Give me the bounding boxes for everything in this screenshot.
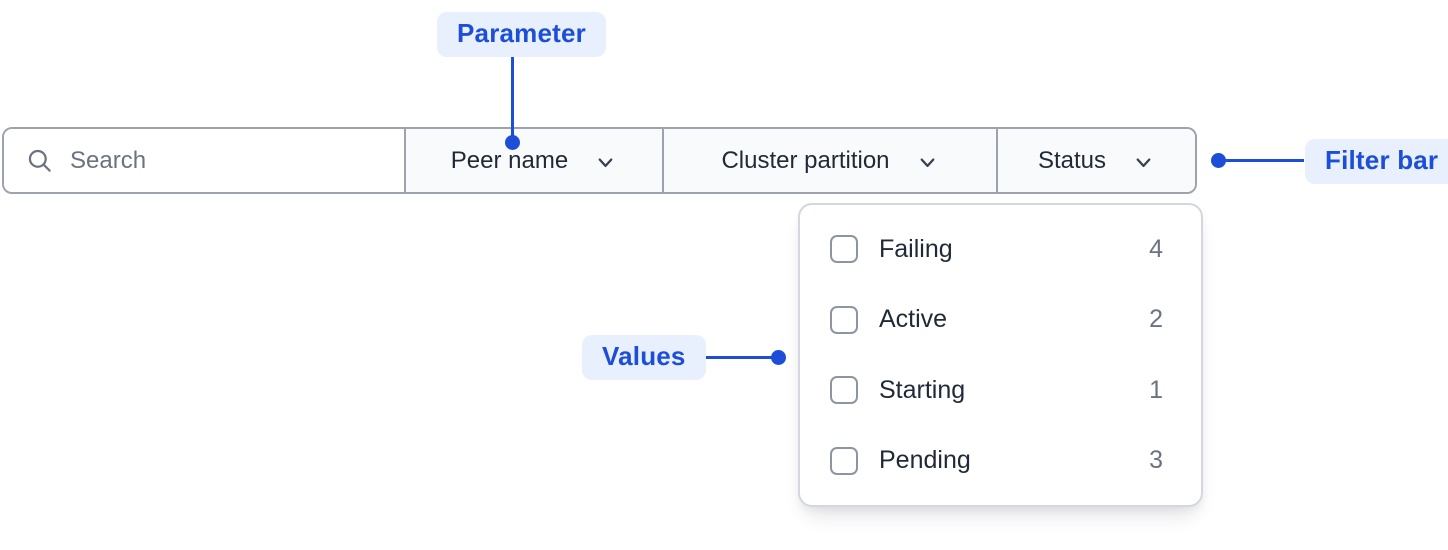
- status-option-starting[interactable]: Starting 1: [800, 355, 1201, 426]
- values-connector-line: [697, 355, 775, 359]
- parameter-annotation-badge: Parameter: [437, 12, 606, 57]
- dropdown-status-label: Status: [1037, 146, 1107, 174]
- status-dropdown-panel: Failing 4 Active 2 Starting 1 Pending 3: [798, 203, 1203, 507]
- parameter-annotation-label: Parameter: [457, 18, 586, 48]
- dropdown-peer-name-label: Peer name: [450, 146, 569, 174]
- values-annotation-label: Values: [602, 341, 686, 371]
- chevron-down-icon: [598, 157, 613, 167]
- status-option-failing[interactable]: Failing 4: [800, 214, 1201, 285]
- option-label: Pending: [879, 446, 971, 475]
- dropdown-cluster-partition[interactable]: Cluster partition: [662, 129, 996, 192]
- search-icon: [28, 149, 51, 172]
- search-input[interactable]: [68, 145, 372, 176]
- checkbox-pending[interactable]: [830, 446, 858, 475]
- dropdown-cluster-partition-label: Cluster partition: [721, 146, 890, 174]
- option-label: Starting: [879, 375, 966, 404]
- checkbox-failing[interactable]: [830, 235, 858, 264]
- filter-bar-annotation-badge: Filter bar: [1305, 139, 1448, 184]
- chevron-down-icon: [920, 157, 934, 167]
- dropdown-status[interactable]: Status: [996, 129, 1195, 192]
- option-count: 1: [1149, 375, 1163, 404]
- values-connector-dot: [771, 349, 786, 365]
- option-label: Active: [879, 305, 948, 334]
- status-option-active[interactable]: Active 2: [800, 285, 1201, 356]
- option-count: 2: [1149, 305, 1163, 334]
- option-count: 4: [1149, 234, 1163, 263]
- filter-bar-connector-line: [1222, 158, 1304, 162]
- chevron-down-icon: [1136, 157, 1151, 167]
- parameter-connector-line: [511, 56, 514, 142]
- option-count: 3: [1149, 446, 1163, 475]
- filter-bar: Peer name Cluster partition Status: [2, 127, 1197, 194]
- checkbox-starting[interactable]: [830, 376, 858, 405]
- checkbox-active[interactable]: [830, 305, 858, 334]
- filter-bar-connector-dot: [1211, 152, 1226, 168]
- dropdown-peer-name[interactable]: Peer name: [404, 129, 662, 192]
- filter-bar-annotation-label: Filter bar: [1325, 145, 1439, 175]
- status-option-pending[interactable]: Pending 3: [800, 426, 1201, 497]
- search-field[interactable]: [4, 129, 404, 192]
- values-annotation-badge: Values: [582, 335, 706, 380]
- parameter-connector-dot: [505, 135, 520, 150]
- option-label: Failing: [879, 234, 953, 263]
